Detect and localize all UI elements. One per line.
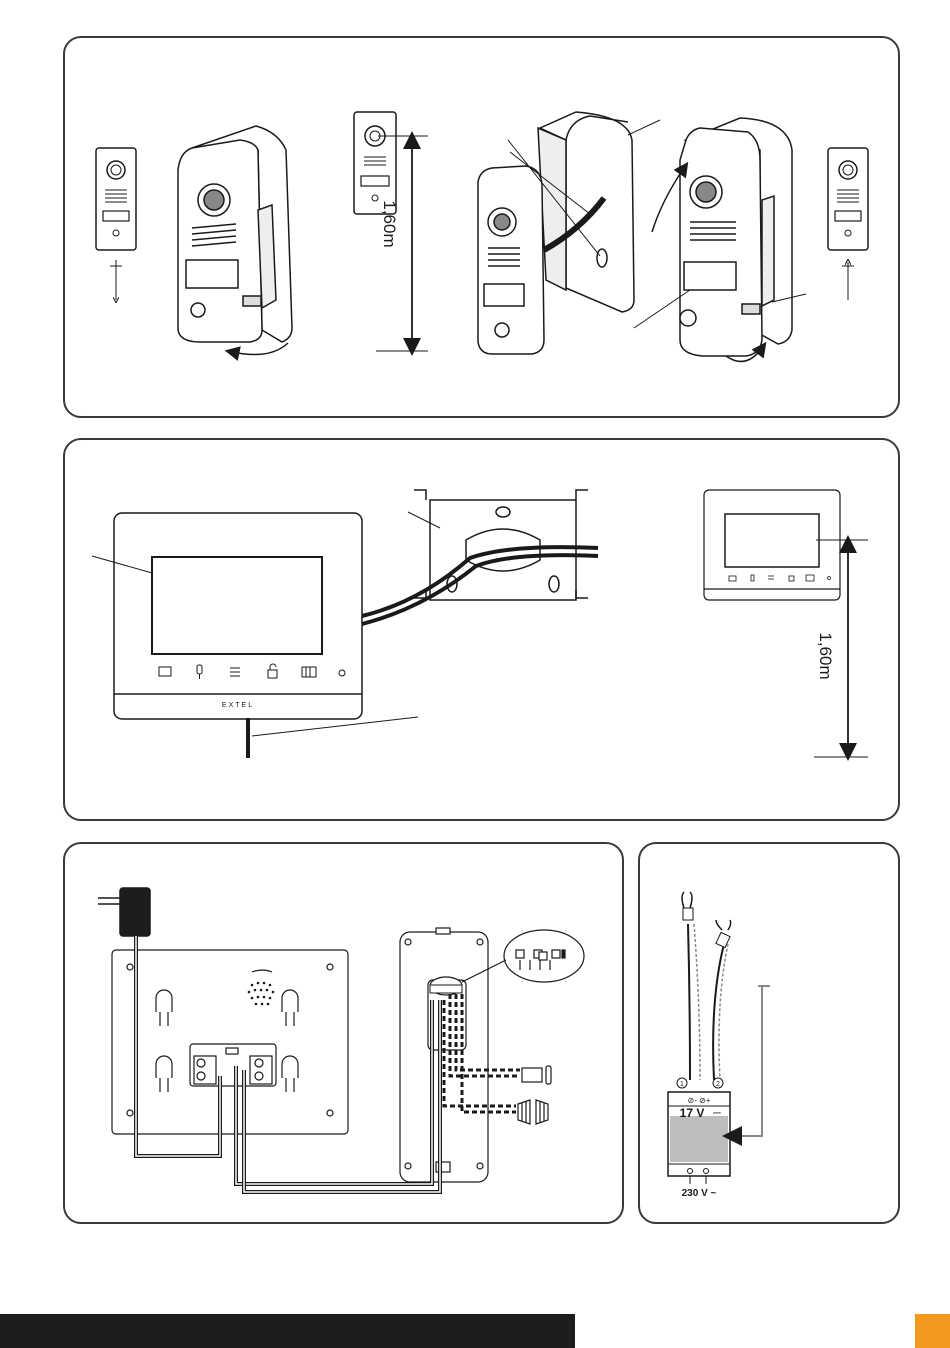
monitor-large — [114, 513, 362, 719]
doorbell-panel-icon — [828, 148, 868, 250]
outdoor-station-back-view — [400, 928, 488, 1182]
input-voltage-label: 230 V ~ — [682, 1188, 717, 1199]
outdoor-station-with-hood-left — [178, 126, 292, 342]
monitor-height-label: 1,60m — [816, 632, 835, 679]
gate-motor-icon — [518, 1100, 548, 1124]
doorbell-panel-icon — [96, 148, 136, 250]
terminal-2-label: 2 — [716, 1081, 720, 1088]
page-accent-tab — [915, 1314, 950, 1348]
power-adapter-icon — [98, 888, 150, 936]
outdoor-station-with-hood-right — [680, 118, 792, 356]
terminal-1-label: 1 — [680, 1081, 684, 1088]
outdoor-station-exploded — [478, 112, 634, 354]
dc-symbol: ⎓ — [713, 1108, 721, 1119]
outdoor-height-label: 1,60m — [380, 200, 399, 247]
doorbell-panel-icon — [354, 112, 396, 214]
monitor-back-view — [112, 950, 348, 1134]
monitor-small — [704, 490, 840, 600]
door-lock-icon — [522, 1066, 551, 1084]
led-icon — [339, 670, 345, 676]
gate-icon — [302, 667, 316, 677]
output-terminals-label: ⊘- ⊘+ — [688, 1096, 711, 1105]
footer-bar — [0, 1314, 575, 1348]
monitor-brand-label: EXTEL — [222, 702, 254, 709]
output-voltage-label: 17 V — [680, 1106, 705, 1120]
monitor-screen-icon — [159, 667, 171, 676]
